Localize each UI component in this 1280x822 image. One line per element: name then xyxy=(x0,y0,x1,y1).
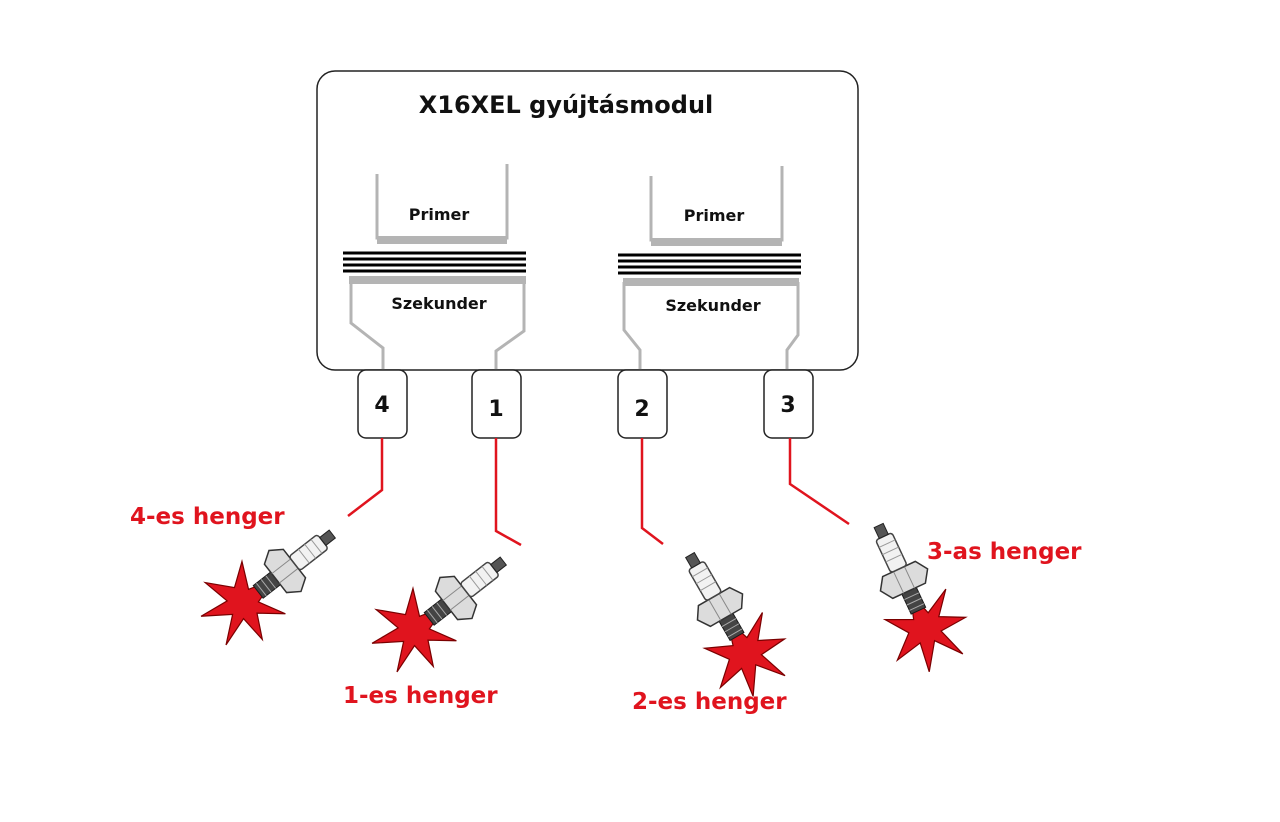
ignition-module-body xyxy=(316,70,859,371)
spark-plug-1 xyxy=(356,528,529,689)
primary-bar-left xyxy=(377,236,507,244)
cylinder-label-4: 4-es henger xyxy=(130,504,285,530)
secondary-lead-right-b xyxy=(785,282,800,372)
cylinder-label-1: 1-es henger xyxy=(343,683,498,709)
ht-lead-1 xyxy=(494,438,522,547)
spark-plug-2 xyxy=(654,534,803,710)
terminal-label-3: 3 xyxy=(780,393,795,418)
ht-lead-4 xyxy=(347,438,384,517)
module-title: X16XEL gyújtásmodul xyxy=(419,91,714,119)
terminal-label-4: 4 xyxy=(374,393,389,418)
core-left xyxy=(343,251,526,273)
secondary-bar-right xyxy=(623,278,799,286)
secondary-lead-left-a xyxy=(349,280,385,372)
spark-plug-3 xyxy=(841,507,981,683)
terminal-label-1: 1 xyxy=(488,397,503,422)
secondary-label-right: Szekunder xyxy=(665,296,760,315)
terminal-box-3 xyxy=(763,369,814,439)
secondary-bar-left xyxy=(349,276,526,284)
coil-left: Primer Szekunder xyxy=(343,164,526,372)
core-right xyxy=(618,253,801,275)
terminal-label-2: 2 xyxy=(634,397,649,422)
coil-right: Primer Szekunder xyxy=(618,166,801,372)
ht-lead-2 xyxy=(640,438,664,545)
primary-label-right: Primer xyxy=(684,206,745,225)
primary-bar-right xyxy=(651,238,782,246)
ht-lead-3 xyxy=(788,438,850,526)
secondary-lead-left-b xyxy=(494,280,526,372)
secondary-lead-right-a xyxy=(622,282,642,372)
primary-label-left: Primer xyxy=(409,205,470,224)
secondary-label-left: Szekunder xyxy=(391,294,486,313)
cylinder-label-3: 3-as henger xyxy=(927,539,1082,565)
cylinder-label-2: 2-es henger xyxy=(632,689,787,715)
